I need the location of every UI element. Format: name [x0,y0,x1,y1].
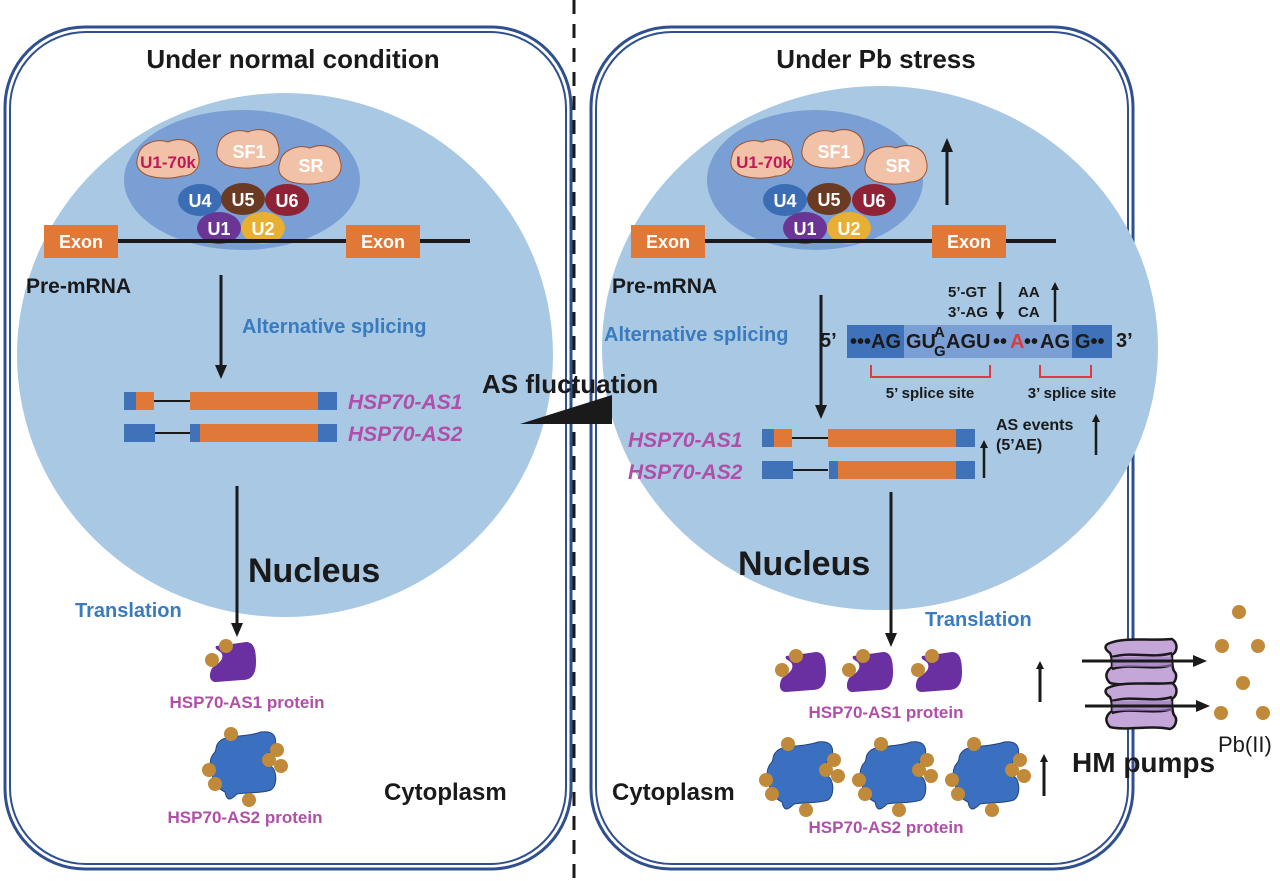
donor-change-bottom: 3’-AG [948,304,988,321]
left-isoform-as2-label: HSP70-AS2 [348,423,463,446]
right-factor-sf1-label: SF1 [817,142,850,162]
as-events-type-label: (5’AE) [996,437,1042,454]
right-as2-protein-label: HSP70-AS2 protein [809,818,964,837]
seq-segment-ag-left: •••AG [850,331,901,353]
right-alt-splicing-label: Alternative splicing [604,324,789,346]
left-isoform-as2 [124,424,337,442]
three-prime-splice-site-label: 3’ splice site [1028,385,1116,402]
left-isoform-as1-label: HSP70-AS1 [348,391,462,414]
left-snrna-u5-label: U5 [231,190,254,210]
as-fluctuation-wedge-icon [520,395,612,424]
left-cell-inner-membrane [9,31,567,865]
left-snrna-u5 [221,183,265,215]
left-nucleus-label: Nucleus [248,552,380,590]
seq-segment-ag-right: AG [1040,331,1070,353]
left-panel: Under normal condition U1-70k SF1 SR U4 … [3,25,573,871]
pb-ion-label: Pb(II) [1218,732,1272,757]
seq-segment-agu: AGU [946,331,990,353]
hm-pumps-label: HM pumps [1072,747,1215,778]
seq-variant-bottom: G [934,343,946,360]
left-isoform-as1 [124,392,337,410]
left-snrna-u1 [197,212,241,244]
seq-three-prime-end: 3’ [1116,330,1133,352]
left-as1-protein-label: HSP70-AS1 protein [170,693,325,712]
right-factor-sr-label: SR [885,156,910,176]
left-exon-1 [44,225,118,258]
right-snrna-u1-label: U1 [793,219,816,239]
left-snrna-u6-label: U6 [275,191,298,211]
right-as1-protein-label: HSP70-AS1 protein [809,703,964,722]
left-snrna-u4 [178,184,222,216]
left-alt-splicing-label: Alternative splicing [242,316,427,338]
left-snrna-u4-label: U4 [188,191,211,211]
right-snrna-u2 [827,212,871,244]
right-exon-1-label: Exon [646,232,690,252]
donor-change-top: 5’-GT [948,284,986,301]
five-prime-splice-site-label: 5’ splice site [886,385,974,402]
right-snrna-u2-label: U2 [837,219,860,239]
right-isoform-as1 [762,429,975,447]
right-snrna-u6 [852,184,896,216]
right-panel-title: Under Pb stress [776,44,975,74]
right-exon-2 [932,225,1006,258]
left-factor-sr-label: SR [298,156,323,176]
right-isoform-as2-label: HSP70-AS2 [628,461,743,484]
pb-ions [1214,605,1270,720]
left-exon-2-label: Exon [361,232,405,252]
left-exon-1-label: Exon [59,232,103,252]
left-factor-sf1-label: SF1 [232,142,265,162]
right-snrna-u4 [763,184,807,216]
right-nucleus-label: Nucleus [738,545,870,583]
right-snrna-u5-label: U5 [817,190,840,210]
acceptor-change-top: AA [1018,284,1040,301]
seq-five-prime-end: 5’ [820,330,837,352]
acceptor-change-bottom: CA [1018,304,1040,321]
left-factor-u1-70k-label: U1-70k [140,153,196,172]
right-factor-u1-70k-label: U1-70k [736,153,792,172]
right-snrna-u1 [783,212,827,244]
left-snrna-u2-label: U2 [251,219,274,239]
seq-intron-block [904,325,1072,358]
seq-segment-gu: GU [906,331,936,353]
right-panel: Under Pb stress U1-70k SF1 SR U4 U5 U6 U… [589,25,1272,871]
five-prime-splice-site-bracket [870,365,991,378]
left-as2-protein-label: HSP70-AS2 protein [168,808,323,827]
left-panel-title: Under normal condition [146,44,439,74]
seq-exon-left-block [847,325,904,358]
left-snrna-u1-label: U1 [207,219,230,239]
right-exon-2-label: Exon [947,232,991,252]
right-isoform-as2 [762,461,975,479]
as-fluctuation-label: AS fluctuation [482,369,658,399]
seq-segment-g: G•• [1075,331,1105,353]
three-prime-splice-site-bracket [1039,365,1092,378]
seq-exon-right-block [1072,325,1112,358]
left-translation-label: Translation [75,600,182,622]
left-snrna-u6 [265,184,309,216]
right-exon-1 [631,225,705,258]
left-pre-mrna-label: Pre-mRNA [26,275,131,298]
seq-dots-1: •• [993,331,1007,353]
right-snrna-u6-label: U6 [862,191,885,211]
as-events-label: AS events [996,417,1073,434]
right-snrna-u4-label: U4 [773,191,796,211]
right-cytoplasm-label: Cytoplasm [612,779,735,806]
left-snrna-u2 [241,212,285,244]
right-translation-label: Translation [925,609,1032,631]
seq-dots-2: •• [1024,331,1038,353]
right-pre-mrna-label: Pre-mRNA [612,275,717,298]
seq-branch-point-a: A [1010,331,1024,353]
right-snrna-u5 [807,183,851,215]
seq-variant-top: A [934,324,945,341]
left-exon-2 [346,225,420,258]
right-isoform-as1-label: HSP70-AS1 [628,429,742,452]
left-cytoplasm-label: Cytoplasm [384,779,507,806]
splice-site-sequence: 5’ [820,330,837,352]
